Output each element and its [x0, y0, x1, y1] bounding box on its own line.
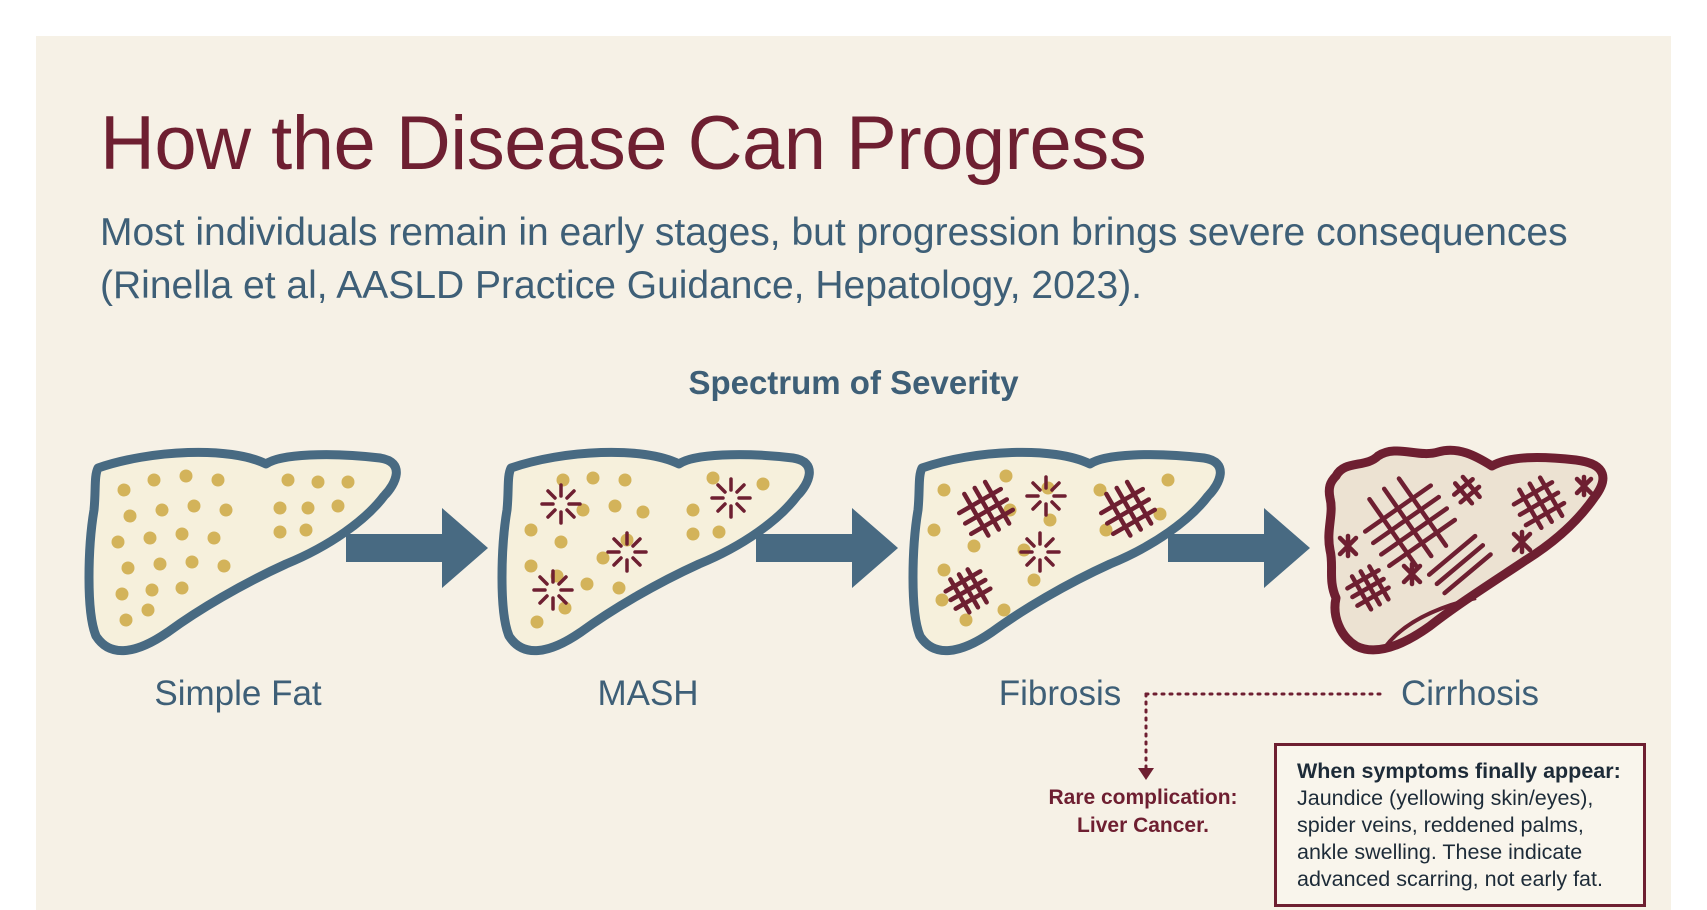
rare-complication-line2: Liver Cancer.: [1077, 814, 1209, 837]
page-title: How the Disease Can Progress: [100, 101, 1147, 186]
liver-fibrosis-icon: [913, 452, 1220, 650]
liver-inflamed-icon: [502, 452, 809, 650]
rare-complication-line1: Rare complication:: [1048, 786, 1238, 809]
symptoms-callout: When symptoms finally appear: Jaundice (…: [1274, 743, 1646, 907]
stage-label-cirrhosis: Cirrhosis: [1400, 674, 1540, 713]
arrow-right-icon: [1168, 508, 1310, 588]
arrow-right-icon: [346, 508, 488, 588]
rare-complication-note: Rare complication: Liver Cancer.: [1038, 784, 1248, 840]
dotted-connector: [1144, 692, 1384, 772]
liver-fat-icon: [89, 452, 396, 650]
spectrum-heading: Spectrum of Severity: [688, 364, 1019, 401]
liver-cirrhosis-icon: [1329, 450, 1603, 650]
arrow-right-icon: [756, 508, 898, 588]
page-subtitle: Most individuals remain in early stages,…: [100, 211, 1568, 307]
stage-label-mash: MASH: [597, 674, 699, 713]
symptoms-heading: When symptoms finally appear:: [1297, 759, 1621, 783]
symptoms-text: Jaundice (yellowing skin/eyes), spider v…: [1297, 786, 1603, 891]
arrow-down-icon: [1138, 768, 1154, 780]
stage-label-fibrosis: Fibrosis: [998, 674, 1122, 713]
stage-label-simple-fat: Simple Fat: [154, 674, 322, 713]
